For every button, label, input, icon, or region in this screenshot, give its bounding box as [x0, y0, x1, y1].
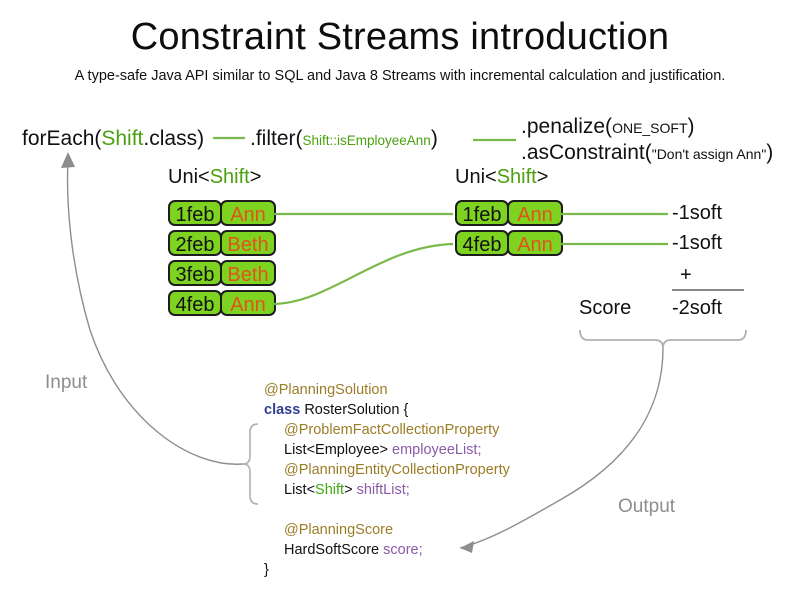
code-line: HardSoftScore score; [264, 540, 510, 560]
penalty-value-1: -1soft [672, 202, 723, 224]
as-constraint-suffix: ) [766, 141, 774, 164]
foreach-suffix: .class) [143, 127, 205, 150]
code-token: ; [405, 482, 410, 498]
code-token: shiftList [356, 482, 406, 498]
code-line: @PlanningSolution [264, 380, 510, 400]
uni-label-right: Uni<Shift> [455, 166, 548, 189]
filter-suffix: ) [430, 127, 438, 150]
pipeline-foreach: forEach(Shift.class) [22, 128, 204, 149]
as-constraint-prefix: .asConstraint( [521, 141, 652, 164]
code-fields-brace [242, 423, 259, 505]
uni-right-prefix: Uni< [455, 166, 497, 188]
code-token [284, 502, 288, 518]
score-brace [579, 329, 747, 349]
code-token: @PlanningScore [284, 522, 394, 538]
foreach-type: Shift [101, 127, 144, 150]
code-line: @PlanningScore [264, 520, 510, 540]
code-token: List<Employee> [284, 442, 393, 458]
uni-left-prefix: Uni< [168, 166, 210, 188]
code-line: } [264, 560, 510, 580]
code-token: class [264, 402, 305, 418]
shift-employee: Beth [220, 230, 276, 256]
code-token: @PlanningSolution [264, 382, 388, 398]
code-token: > [344, 482, 357, 498]
code-line: List<Employee> employeeList; [264, 440, 510, 460]
code-token: ; [418, 542, 423, 558]
pipeline-as-constraint: .asConstraint("Don't assign Ann") [521, 142, 773, 163]
pipeline-filter: .filter(Shift::isEmployeeAnn) [250, 128, 438, 149]
code-token: score [383, 542, 419, 558]
penalize-suffix: ) [687, 115, 695, 138]
shift-date: 1feb [168, 200, 222, 226]
uni-right-type: Shift [496, 166, 537, 188]
code-block: @PlanningSolution class RosterSolution { @… [264, 380, 510, 580]
page-title: Constraint Streams introduction [130, 16, 670, 58]
code-line: class RosterSolution { [264, 400, 510, 420]
as-constraint-arg: "Don't assign Ann" [651, 146, 767, 162]
score-total: -2soft [672, 297, 723, 319]
score-label: Score [579, 297, 632, 319]
input-label: Input [45, 372, 88, 393]
penalize-prefix: .penalize( [521, 115, 613, 138]
foreach-prefix: forEach( [22, 127, 102, 150]
shift-date: 4feb [455, 230, 509, 256]
code-token: @ProblemFactCollectionProperty [284, 422, 500, 438]
uni-right-suffix: > [536, 166, 549, 188]
shift-employee: Ann [220, 200, 276, 226]
filter-arg: Shift::isEmployeeAnn [302, 133, 431, 148]
code-token: HardSoftScore [284, 542, 384, 558]
sum-operator: + [680, 264, 692, 286]
shift-employee: Ann [507, 200, 563, 226]
uni-left-type: Shift [209, 166, 250, 188]
shift-date: 4feb [168, 290, 222, 316]
uni-left-suffix: > [249, 166, 262, 188]
code-token: @PlanningEntityCollectionProperty [284, 462, 510, 478]
connector-tuple-4feb [271, 242, 454, 306]
code-token: List< [284, 482, 316, 498]
code-line: List<Shift> shiftList; [264, 480, 510, 500]
code-token: employeeList [392, 442, 478, 458]
code-token: RosterSolution { [304, 402, 409, 418]
code-token: } [264, 562, 269, 578]
uni-label-left: Uni<Shift> [168, 166, 261, 189]
page-subtitle: A type-safe Java API similar to SQL and … [74, 68, 726, 84]
code-line: @ProblemFactCollectionProperty [264, 420, 510, 440]
code-line: @PlanningEntityCollectionProperty [264, 460, 510, 480]
penalty-value-2: -1soft [672, 232, 723, 254]
filter-prefix: .filter( [250, 127, 303, 150]
input-arrow-head [61, 152, 75, 168]
code-token: ; [477, 442, 482, 458]
shift-date: 3feb [168, 260, 222, 286]
pipeline-penalize: .penalize(ONE_SOFT) [521, 116, 695, 137]
penalize-arg: ONE_SOFT [612, 120, 688, 136]
shift-employee: Ann [220, 290, 276, 316]
sum-rule-line [672, 289, 744, 291]
shift-date: 1feb [455, 200, 509, 226]
shift-employee: Ann [507, 230, 563, 256]
code-token: Shift [315, 482, 345, 498]
shift-employee: Beth [220, 260, 276, 286]
output-label: Output [618, 496, 676, 517]
shift-date: 2feb [168, 230, 222, 256]
code-line [264, 500, 510, 520]
